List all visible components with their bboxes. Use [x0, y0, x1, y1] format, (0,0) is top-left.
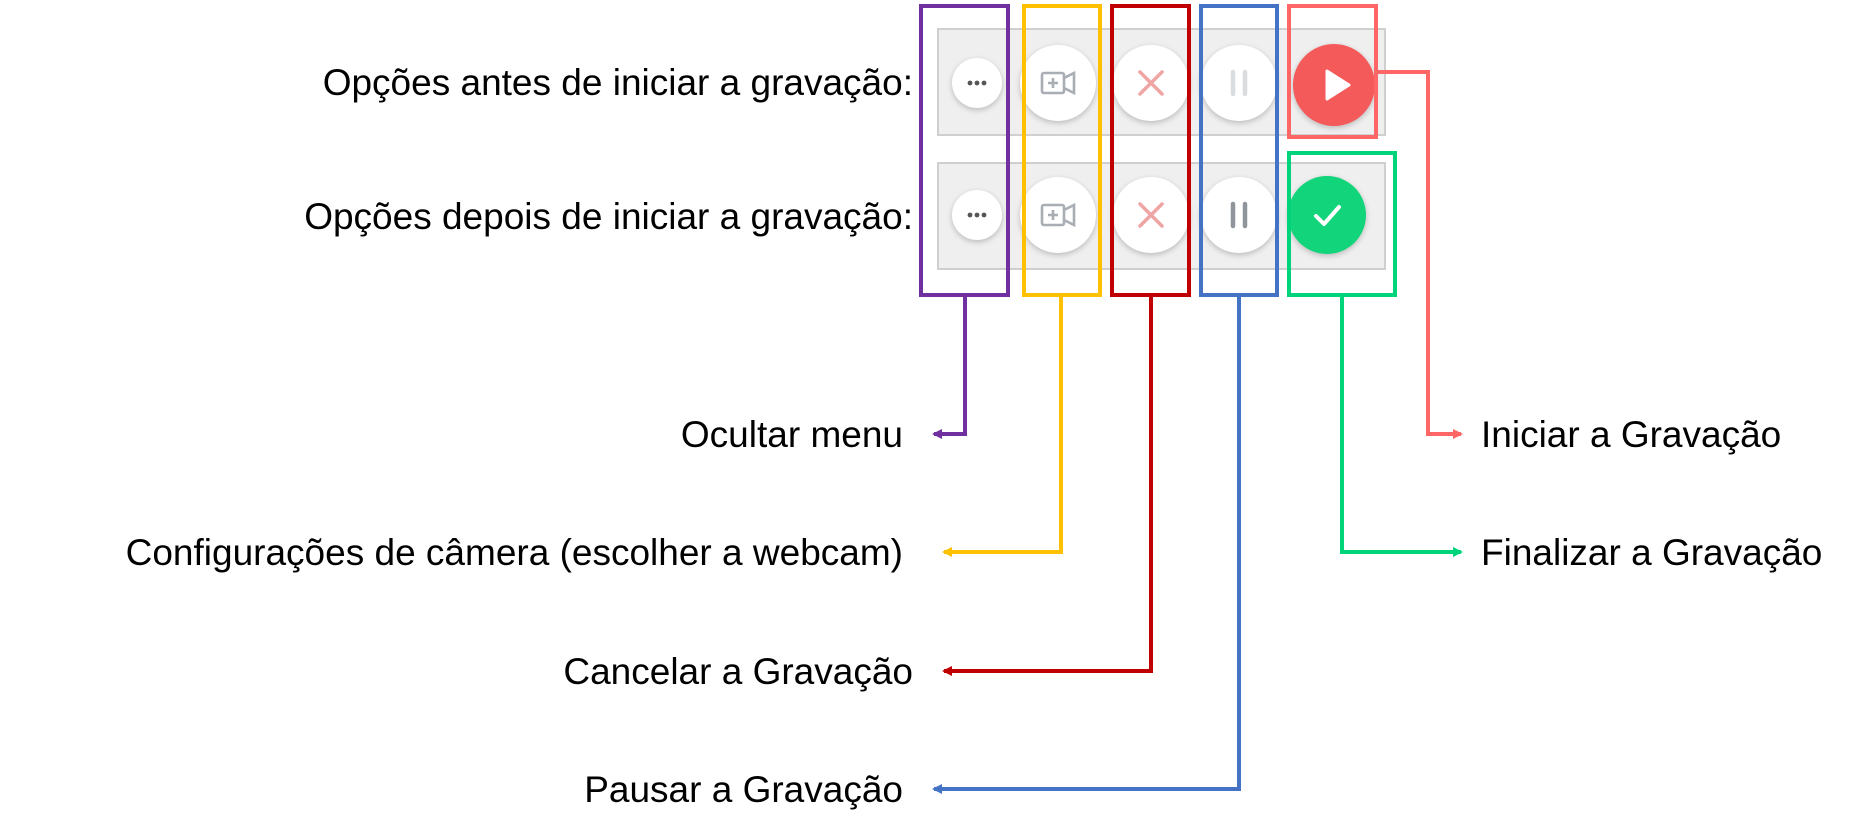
more-dots-icon [967, 212, 987, 218]
finish-connector [1340, 297, 1463, 557]
camera-settings-button-before[interactable] [1020, 45, 1096, 121]
hide-menu-button-before[interactable] [952, 58, 1002, 108]
camera-settings-icon [1040, 70, 1076, 96]
finish-recording-button[interactable] [1288, 176, 1366, 254]
cancel-button-after[interactable] [1113, 177, 1189, 253]
callout-camera-settings: Configurações de câmera (escolher a webc… [125, 532, 903, 573]
row-label-before: Opções antes de iniciar a gravação: [322, 62, 913, 103]
more-dots-icon [967, 80, 987, 86]
camera-settings-button-after[interactable] [1020, 177, 1096, 253]
hide-menu-button-after[interactable] [952, 190, 1002, 240]
pause-connector [932, 297, 1241, 794]
start-recording-button[interactable] [1293, 44, 1375, 126]
hide-menu-connector [932, 297, 967, 439]
pause-icon [1230, 69, 1248, 97]
row-label-after: Opções depois de iniciar a gravação: [304, 196, 913, 237]
close-icon [1138, 70, 1164, 96]
callout-hide-menu: Ocultar menu [680, 414, 903, 455]
callout-cancel: Cancelar a Gravação [563, 651, 913, 692]
pause-icon [1230, 201, 1248, 229]
close-icon [1138, 202, 1164, 228]
start-connector [1378, 70, 1463, 439]
callout-finish: Finalizar a Gravação [1481, 532, 1823, 573]
cancel-button-before[interactable] [1113, 45, 1189, 121]
callout-pause: Pausar a Gravação [584, 769, 903, 810]
cancel-connector [942, 297, 1153, 676]
pause-button-before[interactable] [1201, 45, 1277, 121]
play-icon [1325, 69, 1351, 101]
camera-settings-icon [1040, 202, 1076, 228]
camera-settings-connector [942, 297, 1063, 557]
pause-button-after[interactable] [1201, 177, 1277, 253]
check-icon [1314, 205, 1341, 226]
callout-start: Iniciar a Gravação [1481, 414, 1782, 455]
